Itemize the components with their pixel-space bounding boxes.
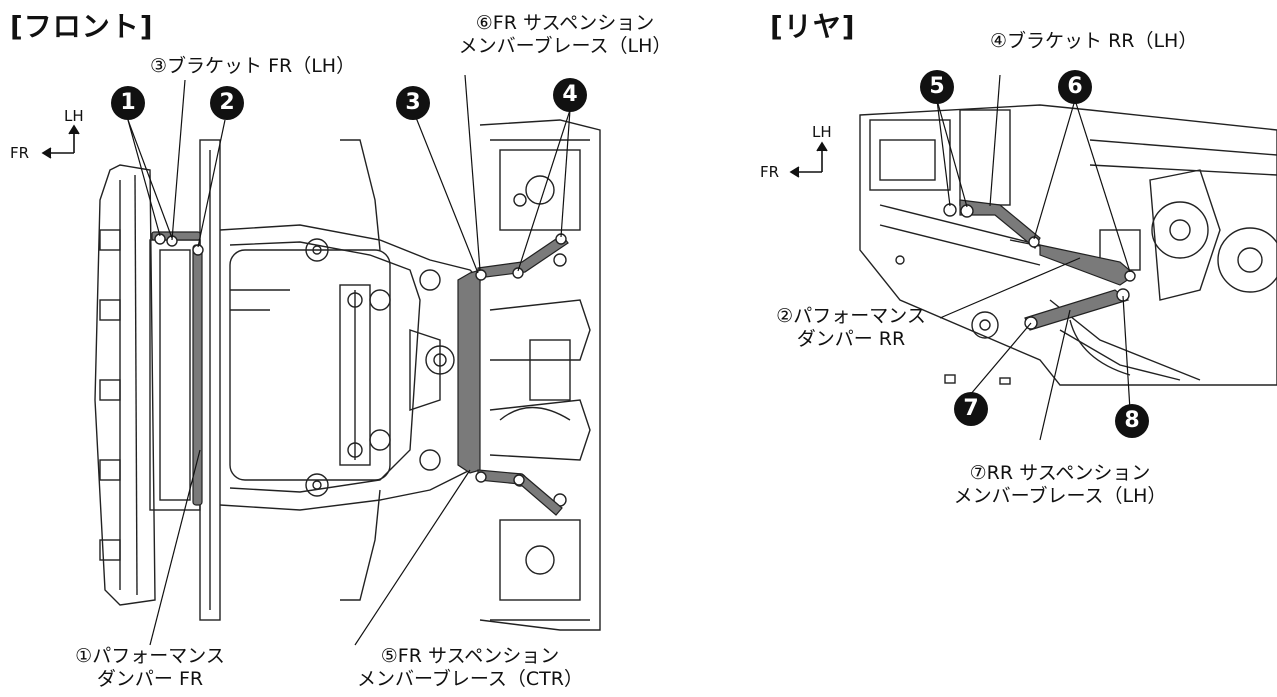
rr-suspension-brace-lh-label-line1: ⑦RR サスペンション [969,462,1151,484]
callout-badge-4: 4 [553,78,587,112]
rr-brace-lh-part [1024,289,1130,331]
front-highlight-parts [151,231,569,516]
callout-badge-8: 8 [1115,404,1149,438]
rear-fr-label: FR [760,163,780,181]
callout-badge-1: 1 [111,86,145,120]
performance-damper-fr-label: ①パフォーマンス ダンパー FR [50,645,250,691]
performance-damper-rr-label: ②パフォーマンス ダンパー RR [756,305,946,351]
rr-suspension-brace-lh-label-line2: メンバーブレース（LH） [953,485,1167,507]
front-fr-label: FR [10,144,30,162]
callout-badge-5: 5 [920,70,954,104]
fr-brace-ctr-part [457,269,481,474]
front-section-title: [フロント] [10,10,154,43]
rear-section-title: [リヤ] [770,10,856,43]
bracket-rr-part [959,199,1041,249]
front-body-structure [479,119,601,631]
callout-badge-7: 7 [954,392,988,426]
rr-suspension-brace-lh-label: ⑦RR サスペンション メンバーブレース（LH） [905,462,1215,508]
fr-suspension-brace-ctr-label-line2: メンバーブレース（CTR） [357,668,583,690]
fr-suspension-brace-ctr-label-line1: ⑤FR サスペンション [380,645,560,667]
callout-badge-2: 2 [210,86,244,120]
rear-lh-label: LH [812,123,832,141]
bracket-fr-lh-label: ③ブラケット FR（LH） [150,55,356,77]
performance-damper-fr-part [192,244,203,506]
callout-badge-6: 6 [1058,70,1092,104]
front-lh-label: LH [64,107,84,125]
leader-lines [127,74,1131,646]
fr-suspension-brace-lh-label-line1: ⑥FR サスペンション [475,12,655,34]
fr-suspension-brace-ctr-label: ⑤FR サスペンション メンバーブレース（CTR） [310,645,630,691]
fr-suspension-brace-lh-label: ⑥FR サスペンション メンバーブレース（LH） [420,12,710,58]
performance-damper-fr-label-line1: ①パフォーマンス [75,645,225,667]
performance-damper-rr-label-line1: ②パフォーマンス [776,305,926,327]
front-radiator [94,139,221,621]
fr-suspension-brace-lh-label-line2: メンバーブレース（LH） [458,35,672,57]
rear-drawing [859,104,1277,386]
rear-highlight-parts [959,199,1136,331]
callout-badge-3: 3 [396,86,430,120]
performance-damper-fr-label-line2: ダンパー FR [96,668,204,690]
performance-damper-rr-part [1039,244,1136,286]
performance-damper-rr-label-line2: ダンパー RR [796,328,906,350]
bracket-rr-lh-label: ④ブラケット RR（LH） [990,30,1198,52]
orientation-arrows [41,124,828,178]
front-subframe [219,139,481,601]
